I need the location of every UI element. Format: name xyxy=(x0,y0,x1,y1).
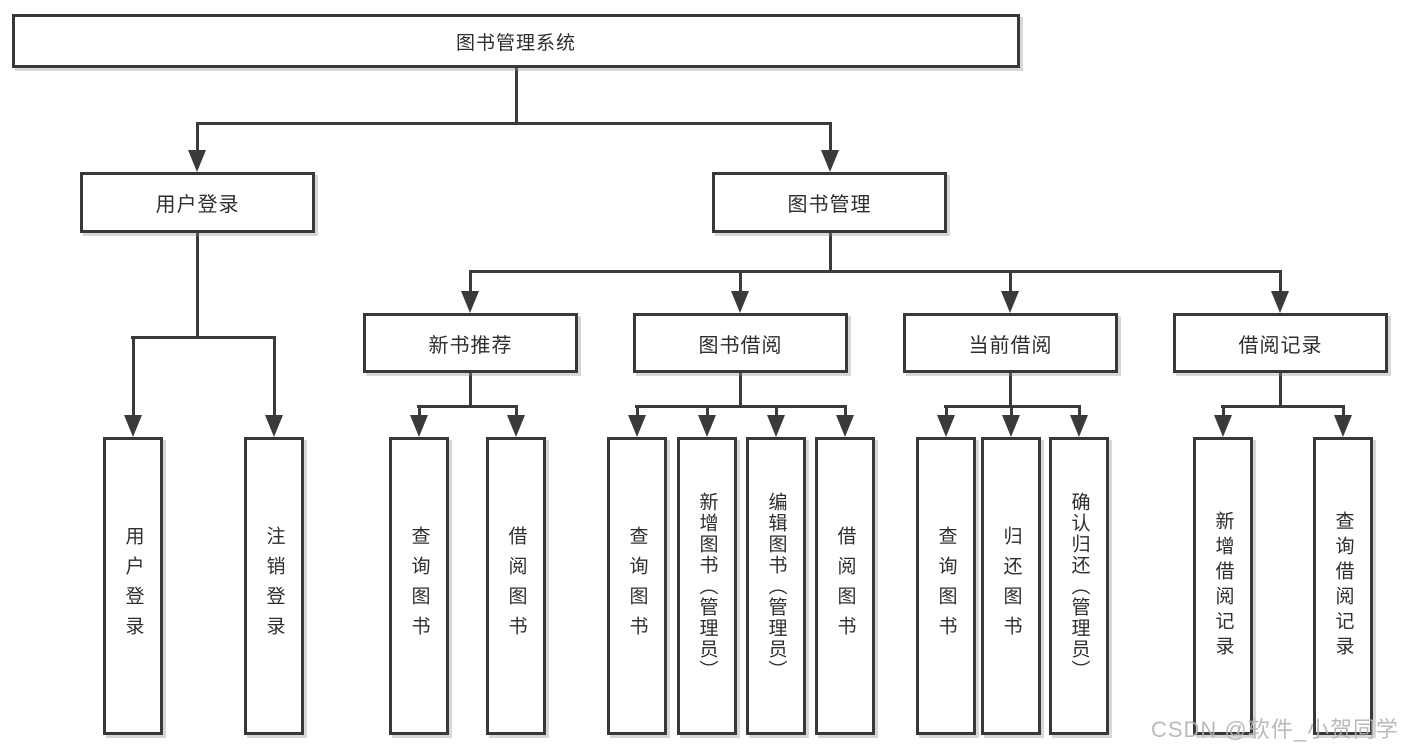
arrow-down-icon xyxy=(731,291,749,313)
leaf-add-book-admin-label: 新增图书（管理员） xyxy=(696,491,718,681)
connector-group-stub xyxy=(739,373,742,408)
arrow-down-icon xyxy=(698,415,716,437)
leaf-borrow-books-1-label: 借阅图书 xyxy=(505,526,527,646)
arrow-down-icon xyxy=(821,150,839,172)
leaf-confirm-return-admin: 确认归还（管理员） xyxy=(1049,437,1109,735)
leaf-query-borrow-record: 查询借阅记录 xyxy=(1313,437,1373,735)
leaf-query-books-3: 查询图书 xyxy=(916,437,976,735)
leaf-edit-book-admin: 编辑图书（管理员） xyxy=(746,437,806,735)
arrow-down-icon xyxy=(1002,415,1020,437)
arrow-down-icon xyxy=(628,415,646,437)
arrow-down-icon xyxy=(1334,415,1352,437)
node-user-login-label: 用户登录 xyxy=(155,194,240,216)
connector-drop-book-mgmt xyxy=(829,122,832,156)
connector-drop-leaf xyxy=(706,405,709,420)
connector-group-bracket xyxy=(1221,405,1345,408)
leaf-borrow-books-1: 借阅图书 xyxy=(486,437,546,735)
leaf-query-borrow-record-label: 查询借阅记录 xyxy=(1332,511,1354,661)
arrow-down-icon xyxy=(410,415,428,437)
connector-drop-leaf xyxy=(418,405,421,420)
connector-drop-group xyxy=(469,270,472,300)
connector-group-bracket xyxy=(417,405,517,408)
arrow-down-icon xyxy=(507,415,525,437)
leaf-query-books-2: 查询图书 xyxy=(607,437,667,735)
connector-drop-group xyxy=(1279,270,1282,300)
connector-drop-leaf xyxy=(945,405,948,420)
connector-drop-group xyxy=(739,270,742,300)
connector-drop-leaf xyxy=(775,405,778,420)
connector-group-stub xyxy=(1009,373,1012,408)
node-root-label: 图书管理系统 xyxy=(455,32,576,54)
leaf-user-login: 用户登录 xyxy=(103,437,163,735)
leaf-add-borrow-record-label: 新增借阅记录 xyxy=(1212,511,1234,661)
arrow-down-icon xyxy=(937,415,955,437)
leaf-borrow-books-2-label: 借阅图书 xyxy=(834,526,856,646)
node-book-borrow: 图书借阅 xyxy=(633,313,848,373)
connector-drop-leaf xyxy=(273,336,276,420)
arrow-down-icon xyxy=(265,415,283,437)
connector-drop-leaf xyxy=(515,405,518,420)
leaf-query-books-2-label: 查询图书 xyxy=(626,526,648,646)
leaf-user-login-label: 用户登录 xyxy=(122,526,144,646)
connector-drop-leaf xyxy=(844,405,847,420)
connector-root-stub xyxy=(515,68,518,125)
connector-root-bracket xyxy=(196,122,832,125)
watermark: CSDN @软件_小贺同学 xyxy=(1150,717,1399,742)
arrow-down-icon xyxy=(188,150,206,172)
connector-drop-leaf xyxy=(636,405,639,420)
arrow-down-icon xyxy=(124,415,142,437)
leaf-confirm-return-admin-label: 确认归还（管理员） xyxy=(1068,491,1090,681)
connector-drop-leaf xyxy=(1078,405,1081,420)
node-book-borrow-label: 图书借阅 xyxy=(698,334,783,357)
leaf-add-book-admin: 新增图书（管理员） xyxy=(677,437,737,735)
leaf-logout: 注销登录 xyxy=(244,437,304,735)
arrow-down-icon xyxy=(767,415,785,437)
connector-drop-user-login xyxy=(196,122,199,156)
connector-drop-group xyxy=(1009,270,1012,300)
leaf-query-books-3-label: 查询图书 xyxy=(935,526,957,646)
node-book-mgmt-label: 图书管理 xyxy=(787,194,872,216)
arrow-down-icon xyxy=(836,415,854,437)
node-borrow-record: 借阅记录 xyxy=(1173,313,1388,373)
connector-user-login-bracket xyxy=(131,336,276,339)
node-root: 图书管理系统 xyxy=(12,14,1020,68)
connector-group-bracket xyxy=(635,405,846,408)
leaf-add-borrow-record: 新增借阅记录 xyxy=(1193,437,1253,735)
leaf-return-books: 归还图书 xyxy=(981,437,1041,735)
leaf-query-books-1: 查询图书 xyxy=(389,437,449,735)
connector-group-stub xyxy=(469,373,472,408)
connector-drop-leaf xyxy=(1222,405,1225,420)
connector-user-login-stub xyxy=(196,233,199,339)
leaf-logout-label: 注销登录 xyxy=(263,526,285,646)
connector-drop-leaf xyxy=(1342,405,1345,420)
arrow-down-icon xyxy=(1070,415,1088,437)
connector-group-stub xyxy=(1279,373,1282,408)
arrow-down-icon xyxy=(1214,415,1232,437)
connector-book-mgmt-stub xyxy=(829,233,832,273)
node-new-book-rec: 新书推荐 xyxy=(363,313,578,373)
leaf-return-books-label: 归还图书 xyxy=(1000,526,1022,646)
node-current-borrow-label: 当前借阅 xyxy=(968,334,1053,357)
node-new-book-rec-label: 新书推荐 xyxy=(428,334,513,357)
connector-drop-leaf xyxy=(1010,405,1013,420)
node-current-borrow: 当前借阅 xyxy=(903,313,1118,373)
leaf-borrow-books-2: 借阅图书 xyxy=(815,437,875,735)
arrow-down-icon xyxy=(1001,291,1019,313)
leaf-query-books-1-label: 查询图书 xyxy=(408,526,430,646)
node-user-login: 用户登录 xyxy=(80,172,315,233)
connector-drop-leaf xyxy=(132,336,135,420)
connector-book-mgmt-bracket xyxy=(469,270,1282,273)
arrow-down-icon xyxy=(461,291,479,313)
arrow-down-icon xyxy=(1271,291,1289,313)
node-borrow-record-label: 借阅记录 xyxy=(1238,334,1323,357)
node-book-mgmt: 图书管理 xyxy=(712,172,947,233)
leaf-edit-book-admin-label: 编辑图书（管理员） xyxy=(765,491,787,681)
